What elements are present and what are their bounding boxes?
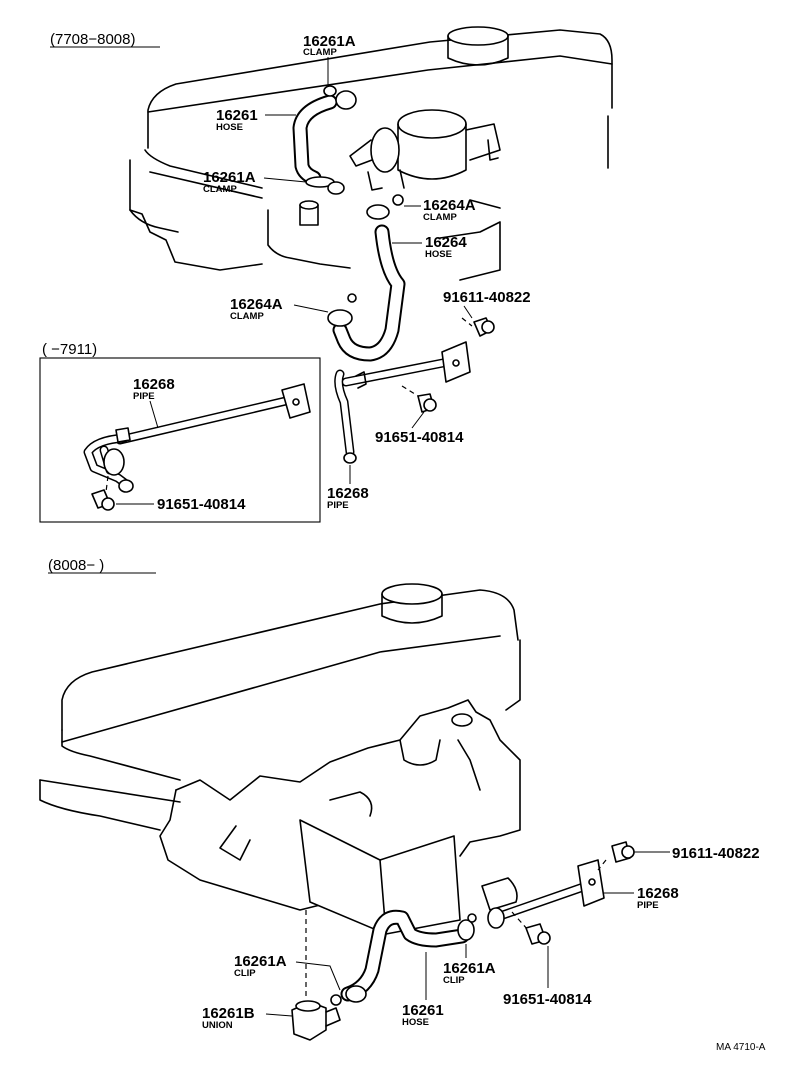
part-name-label: UNION	[202, 1020, 233, 1031]
inset-range-label: ( −7911)	[42, 341, 97, 358]
part-number-label: 91611-40822	[672, 845, 760, 862]
top-pcv-housing	[349, 109, 501, 191]
part-name-label: CLAMP	[230, 311, 264, 322]
bottom-hose-16261	[330, 909, 477, 1006]
top-hose-16261	[292, 85, 357, 226]
bottom-bolt-91651	[511, 911, 551, 945]
top-pipe-16268	[334, 341, 471, 464]
part-number-label: 16268	[133, 376, 175, 393]
part-number-label: 16261B	[202, 1005, 255, 1022]
top-bolt-91651	[401, 385, 437, 413]
part-number-label: 16261A	[303, 33, 356, 50]
part-name-label: CLAMP	[203, 184, 237, 195]
part-name-label: CLAMP	[303, 47, 337, 58]
top-callout-bolt-b: 91651-40814	[375, 411, 464, 446]
part-name-label: HOSE	[402, 1017, 429, 1028]
part-number-label: 16268	[637, 885, 679, 902]
part-number-label: 16261	[402, 1002, 444, 1019]
part-name-label: HOSE	[216, 122, 243, 133]
top-oil-cap-icon	[447, 26, 509, 46]
top-callout-clamp-a: 16261A CLAMP	[303, 33, 356, 86]
diagram-reference-code: MA 4710-A	[716, 1042, 766, 1053]
part-number-label: 16261A	[203, 169, 256, 186]
top-callout-clamp-b: 16261A CLAMP	[203, 169, 307, 195]
top-bolt-91611	[461, 317, 495, 337]
bottom-pipe-16268	[481, 859, 605, 929]
top-callout-pipe: 16268 PIPE	[327, 465, 369, 511]
bottom-callout-clip-b: 16261A CLIP	[443, 944, 496, 986]
bottom-callout-clip-a: 16261A CLIP	[234, 953, 341, 991]
inset-frame	[39, 357, 321, 523]
bottom-union-16261B	[291, 1000, 341, 1041]
inset-pipe-16268	[83, 383, 311, 493]
part-number-label: 91651-40814	[375, 429, 464, 446]
top-callout-hose-b: 16264 HOSE	[392, 234, 467, 260]
part-number-label: 16264A	[423, 197, 476, 214]
bottom-callout-bolt-a: 91611-40822	[634, 845, 760, 862]
inset-section: ( −7911) 16268 PIPE 91651-	[39, 341, 321, 523]
part-number-label: 16261	[216, 107, 258, 124]
part-name-label: CLIP	[443, 975, 465, 986]
top-section: (7708−8008)	[50, 26, 613, 511]
bottom-manifold	[159, 699, 521, 935]
part-name-label: HOSE	[425, 249, 452, 260]
top-callout-clamp-d: 16264A CLAMP	[230, 296, 329, 322]
part-number-label: 16268	[327, 485, 369, 502]
top-range-label: (7708−8008)	[50, 31, 136, 48]
top-callout-clamp-c: 16264A CLAMP	[404, 197, 476, 223]
top-callout-hose: 16261 HOSE	[216, 107, 296, 133]
bottom-oil-cap-icon	[381, 583, 443, 605]
top-callout-bolt-a: 91611-40822	[443, 289, 531, 319]
bottom-callout-hose: 16261 HOSE	[402, 952, 444, 1028]
part-name-label: CLIP	[234, 968, 256, 979]
bottom-callout-union: 16261B UNION	[202, 1005, 293, 1031]
part-number-label: 16264A	[230, 296, 283, 313]
bottom-engine-outline	[39, 583, 521, 831]
part-number-label: 16261A	[443, 960, 496, 977]
part-name-label: CLAMP	[423, 212, 457, 223]
bottom-range-label: (8008− )	[48, 557, 104, 574]
bottom-callout-pipe: 16268 PIPE	[604, 885, 679, 911]
part-number-label: 16261A	[234, 953, 287, 970]
part-number-label: 16264	[425, 234, 467, 251]
bottom-callout-bolt-b: 91651-40814	[503, 946, 592, 1008]
bottom-section: (8008− )	[39, 557, 766, 1053]
part-name-label: PIPE	[133, 391, 155, 402]
part-name-label: PIPE	[327, 500, 349, 511]
inset-bolt-91651	[91, 475, 115, 511]
inset-callout-bolt: 91651-40814	[116, 496, 246, 513]
part-number-label: 91651-40814	[157, 496, 246, 513]
bottom-bolt-91611	[597, 841, 635, 871]
top-hose-16264	[327, 194, 406, 362]
inset-callout-pipe: 16268 PIPE	[133, 376, 175, 429]
part-number-label: 91611-40822	[443, 289, 531, 306]
part-number-label: 91651-40814	[503, 991, 592, 1008]
top-engine-outline	[129, 26, 613, 281]
part-name-label: PIPE	[637, 900, 659, 911]
